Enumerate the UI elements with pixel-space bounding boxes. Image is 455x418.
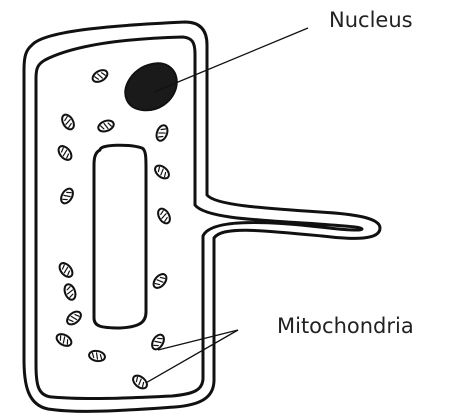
mitochondrion <box>57 261 75 280</box>
mitochondria-label: Mitochondria <box>277 316 414 337</box>
mitochondrion <box>91 68 110 85</box>
mitochondrion <box>65 309 84 327</box>
mitochondrion <box>88 350 105 363</box>
mitochondrion <box>60 113 77 132</box>
mitochondrion <box>153 163 172 181</box>
mitochondrion <box>155 124 170 142</box>
mitochondrion <box>131 373 150 391</box>
mitochondria-pointer-line-1 <box>158 330 238 350</box>
mitochondrion <box>151 272 169 291</box>
mitochondria-group <box>55 68 173 391</box>
mitochondrion <box>55 332 74 349</box>
mitochondrion <box>63 283 78 301</box>
mitochondrion <box>59 187 76 206</box>
mitochondrion <box>97 119 115 134</box>
nucleus-label: Nucleus <box>329 10 413 31</box>
cell-membrane-inner <box>36 37 362 399</box>
vacuole <box>94 145 146 328</box>
mitochondrion <box>56 144 74 163</box>
mitochondrion <box>156 207 173 226</box>
nucleus <box>125 63 176 110</box>
